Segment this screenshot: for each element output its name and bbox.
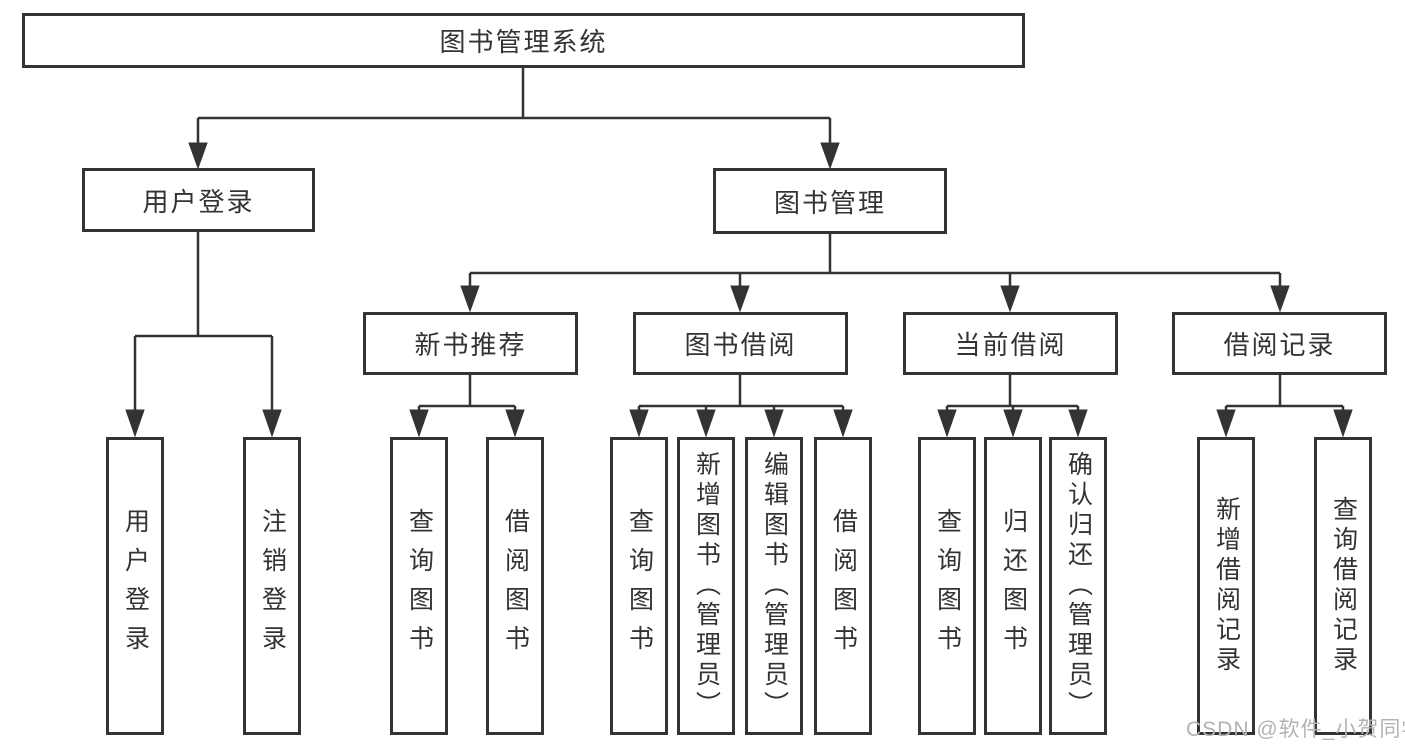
leaf-query-books-current-label: 查询图书 xyxy=(933,508,962,664)
leaf-add-borrow-record: 新增借阅记录 xyxy=(1197,437,1255,735)
node-borrowing-records: 借阅记录 xyxy=(1172,312,1387,375)
connector-book-management-to-level3 xyxy=(460,234,1290,313)
node-book-borrowing-label: 图书借阅 xyxy=(684,330,797,360)
connector-book-borrowing-to-leaves xyxy=(629,375,853,438)
leaf-query-borrow-record: 查询借阅记录 xyxy=(1314,437,1372,735)
node-book-borrowing: 图书借阅 xyxy=(633,312,848,375)
connector-new-book-recommendation-to-leaves xyxy=(409,375,525,438)
leaf-query-books-recommend-label: 查询图书 xyxy=(405,508,434,664)
leaf-borrow-books-recommend: 借阅图书 xyxy=(486,437,544,735)
leaf-confirm-return-admin: 确认归还（管理员） xyxy=(1049,437,1107,735)
connector-borrowing-records-to-leaves xyxy=(1216,375,1353,438)
leaf-query-borrow-record-label: 查询借阅记录 xyxy=(1329,496,1358,676)
node-book-management: 图书管理 xyxy=(713,168,947,234)
leaf-return-books: 归还图书 xyxy=(984,437,1042,735)
leaf-logout-label: 注销登录 xyxy=(258,508,287,664)
csdn-watermark: CSDN @软件_小贺同学 xyxy=(1186,718,1405,741)
node-book-management-system: 图书管理系统 xyxy=(22,13,1025,68)
leaf-add-books-admin-label: 新增图书（管理员） xyxy=(692,451,721,721)
leaf-edit-books-admin: 编辑图书（管理员） xyxy=(745,437,803,735)
connector-current-borrowing-to-leaves xyxy=(937,375,1088,438)
leaf-edit-books-admin-label: 编辑图书（管理员） xyxy=(760,451,789,721)
leaf-add-books-admin: 新增图书（管理员） xyxy=(677,437,735,735)
leaf-borrow-books-borrowing-label: 借阅图书 xyxy=(829,508,858,664)
leaf-add-borrow-record-label: 新增借阅记录 xyxy=(1212,496,1241,676)
node-current-borrowing: 当前借阅 xyxy=(903,312,1118,375)
leaf-user-login: 用户登录 xyxy=(106,437,164,735)
node-new-book-recommendation: 新书推荐 xyxy=(363,312,578,375)
leaf-borrow-books-borrowing: 借阅图书 xyxy=(814,437,872,735)
node-current-borrowing-label: 当前借阅 xyxy=(954,330,1067,360)
leaf-borrow-books-recommend-label: 借阅图书 xyxy=(501,508,530,664)
node-book-management-system-label: 图书管理系统 xyxy=(439,27,608,57)
node-user-login: 用户登录 xyxy=(82,168,315,232)
leaf-logout: 注销登录 xyxy=(243,437,301,735)
leaf-user-login-label: 用户登录 xyxy=(121,508,150,664)
leaf-query-books-recommend: 查询图书 xyxy=(390,437,448,735)
leaf-query-books-borrowing-label: 查询图书 xyxy=(625,508,654,664)
node-borrowing-records-label: 借阅记录 xyxy=(1223,330,1336,360)
leaf-confirm-return-admin-label: 确认归还（管理员） xyxy=(1064,451,1093,721)
leaf-query-books-borrowing: 查询图书 xyxy=(610,437,668,735)
leaf-return-books-label: 归还图书 xyxy=(999,508,1028,664)
leaf-query-books-current: 查询图书 xyxy=(918,437,976,735)
node-book-management-label: 图书管理 xyxy=(773,187,886,218)
node-new-book-recommendation-label: 新书推荐 xyxy=(414,330,527,360)
connector-user-login-to-leaves xyxy=(125,232,282,438)
connector-root-to-level2 xyxy=(188,68,840,170)
node-user-login-label: 用户登录 xyxy=(142,186,255,217)
